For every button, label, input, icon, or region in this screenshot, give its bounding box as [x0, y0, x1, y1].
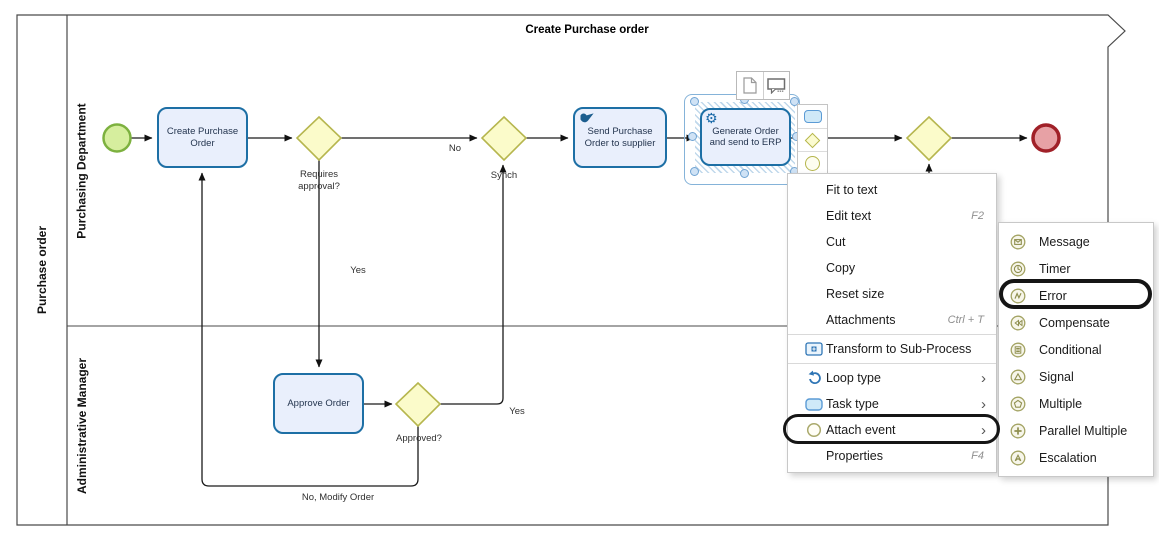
parallel-multiple-event-icon	[1008, 417, 1028, 444]
menu-item-edit-text[interactable]: Edit text F2	[826, 209, 984, 223]
label-no: No	[448, 143, 462, 154]
label-requires-approval: Requires approval?	[298, 169, 340, 192]
submenu-item-message[interactable]: Message	[999, 228, 1153, 255]
label-yes-up: Yes	[509, 406, 525, 417]
menu-item-properties[interactable]: Properties F4	[826, 449, 984, 463]
highlight-attach-event-annotation	[783, 414, 1000, 444]
message-event-icon	[1008, 228, 1028, 255]
submenu-item-multiple[interactable]: Multiple	[999, 390, 1153, 417]
submenu-item-compensate[interactable]: Compensate	[999, 309, 1153, 336]
shortcut-f4: F4	[971, 450, 984, 462]
submenu-item-timer[interactable]: Timer	[999, 255, 1153, 282]
gateway-approved[interactable]	[394, 381, 442, 428]
pool-label: Purchase order	[35, 225, 50, 315]
annotation-callout-button[interactable]	[762, 72, 790, 99]
end-event[interactable]	[1031, 123, 1061, 153]
event-shape-icon	[805, 156, 820, 172]
frame-title: Create Purchase order	[525, 24, 649, 36]
menu-item-fit-to-text[interactable]: Fit to text	[826, 183, 878, 197]
context-menu: Fit to text Edit text F2 Cut Copy Reset …	[787, 173, 997, 473]
task-type-icon	[804, 391, 824, 417]
attach-event-icon	[804, 417, 824, 443]
menu-item-copy[interactable]: Copy	[826, 261, 856, 275]
label-no-modify-order: No, Modify Order	[301, 492, 375, 503]
chevron-right-icon: ›	[981, 421, 986, 439]
artifact-page-button[interactable]	[737, 72, 763, 99]
escalation-event-icon	[1008, 444, 1028, 471]
submenu-item-escalation[interactable]: Escalation	[999, 444, 1153, 471]
menu-item-attachments[interactable]: Attachments Ctrl + T	[826, 313, 984, 327]
menu-item-reset-size[interactable]: Reset size	[826, 287, 885, 301]
menu-separator	[788, 334, 996, 335]
gateway-merge[interactable]	[905, 115, 953, 162]
submenu-item-signal[interactable]: Signal	[999, 363, 1153, 390]
submenu-item-parallel-multiple[interactable]: Parallel Multiple	[999, 417, 1153, 444]
service-task-gear-icon: ⚙	[705, 110, 718, 126]
loop-type-icon	[804, 365, 824, 391]
gateway-synch[interactable]	[480, 115, 528, 162]
menu-item-loop-type[interactable]: Loop type ›	[788, 365, 996, 391]
attach-event-submenu: Message Timer Error	[998, 222, 1154, 477]
add-gateway-button[interactable]	[798, 127, 827, 152]
quick-toolbar	[736, 71, 790, 100]
lane-label-purchasing-department: Purchasing Department	[75, 102, 89, 239]
lane-label-administrative-manager: Administrative Manager	[75, 357, 90, 494]
chevron-right-icon: ›	[981, 395, 986, 413]
task-send-purchase-order[interactable]: Send Purchase Order to supplier	[573, 107, 667, 168]
conditional-event-icon	[1008, 336, 1028, 363]
resize-handle-w[interactable]	[688, 132, 697, 141]
flow-no-modify-to-create[interactable]	[198, 172, 419, 487]
menu-separator	[788, 363, 996, 364]
timer-event-icon	[1008, 255, 1028, 282]
menu-item-attach-event[interactable]: Attach event ›	[788, 417, 996, 443]
gateway-requires-approval[interactable]	[295, 115, 343, 162]
shortcut-ctrl-t: Ctrl + T	[947, 314, 984, 326]
multiple-event-icon	[1008, 390, 1028, 417]
subprocess-icon	[804, 336, 824, 362]
submenu-item-conditional[interactable]: Conditional	[999, 336, 1153, 363]
resize-handle-ne[interactable]	[790, 97, 799, 106]
chevron-right-icon: ›	[981, 369, 986, 387]
menu-item-task-type[interactable]: Task type ›	[788, 391, 996, 417]
flow-yes-to-synch[interactable]	[440, 164, 507, 405]
task-shape-icon	[803, 109, 822, 123]
highlight-error-annotation	[999, 279, 1152, 309]
artifact-page-icon	[743, 77, 757, 94]
send-task-icon	[579, 112, 595, 128]
menu-item-cut[interactable]: Cut	[826, 235, 846, 249]
resize-handle-sw[interactable]	[690, 167, 699, 176]
signal-event-icon	[1008, 363, 1028, 390]
add-event-button[interactable]	[798, 151, 827, 175]
task-approve-order[interactable]: Approve Order	[273, 373, 364, 434]
label-approved: Approved?	[396, 433, 442, 444]
pool-frame[interactable]	[16, 14, 1126, 526]
annotation-callout-icon	[767, 77, 785, 94]
resize-handle-s[interactable]	[740, 169, 749, 178]
menu-item-transform-subprocess[interactable]: Transform to Sub-Process	[788, 336, 996, 362]
resize-handle-nw[interactable]	[690, 97, 699, 106]
task-generate-order-erp[interactable]: ⚙ Generate Order and send to ERP	[700, 108, 791, 166]
label-yes-down: Yes	[350, 265, 366, 276]
shortcut-f2: F2	[971, 210, 984, 222]
compensate-event-icon	[1008, 309, 1028, 336]
shape-toolbar	[797, 104, 828, 176]
add-task-button[interactable]	[798, 105, 827, 128]
start-event[interactable]	[102, 123, 132, 153]
task-create-purchase-order[interactable]: Create Purchase Order	[157, 107, 248, 168]
label-synch: Synch	[490, 170, 518, 181]
gateway-shape-icon	[804, 132, 821, 148]
